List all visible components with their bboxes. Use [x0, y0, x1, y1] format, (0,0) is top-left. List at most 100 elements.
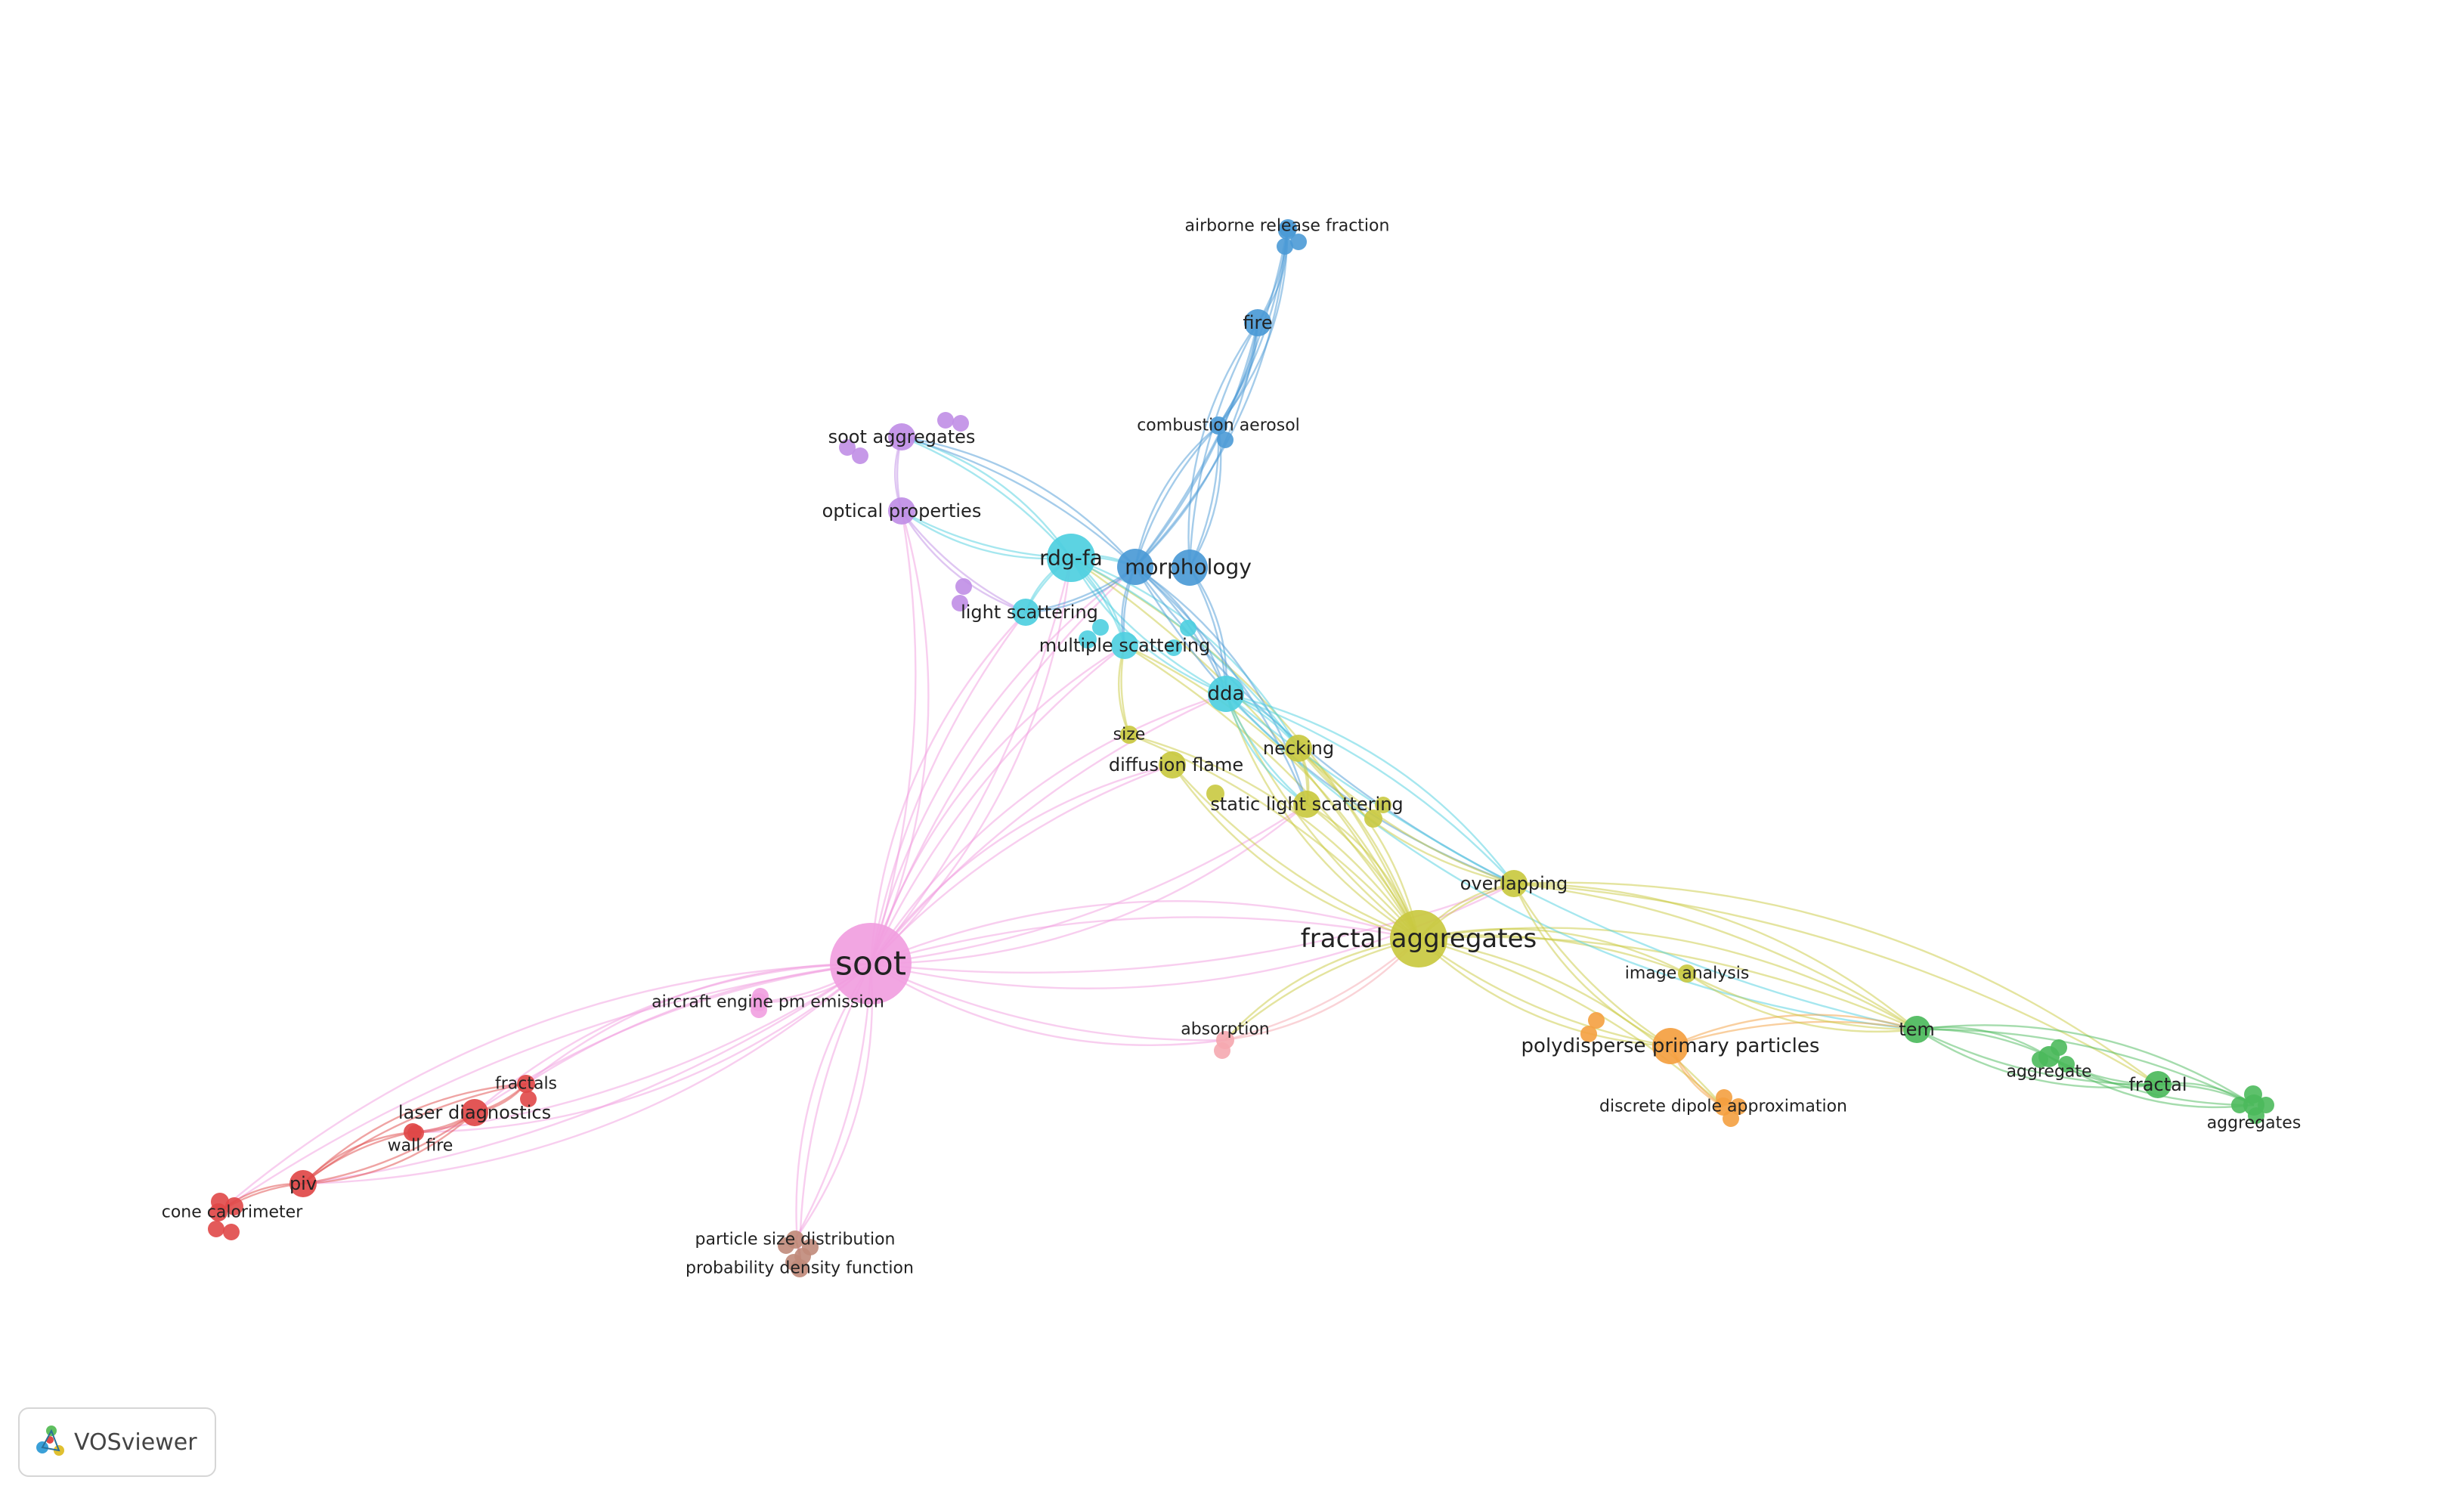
node-discrete-dipole[interactable]	[1714, 1097, 1732, 1116]
minor-node-33[interactable]	[1730, 1098, 1747, 1115]
minor-node-0[interactable]	[937, 412, 954, 429]
link-morphology-fire-0	[1134, 322, 1259, 568]
link-fractal_aggregates-polydisperse-0	[1418, 938, 1671, 1048]
node-optical-properties[interactable]	[888, 497, 915, 525]
vosviewer-logo-icon	[36, 1426, 64, 1456]
link-soot-piv-1	[302, 963, 871, 1185]
label-fractals: fractals	[495, 1075, 557, 1094]
node-polydisperse[interactable]	[1652, 1028, 1689, 1064]
node-morphology[interactable]	[1117, 549, 1153, 585]
node-image-analysis[interactable]	[1678, 964, 1696, 983]
link-soot-fractal_aggregates-0	[870, 916, 1419, 965]
node-probability-density-function[interactable]	[791, 1259, 809, 1277]
node-overlapping[interactable]	[1500, 870, 1528, 897]
minor-node-5[interactable]	[952, 595, 968, 611]
minor-node-15[interactable]	[1364, 810, 1382, 828]
label-fractal: fractal	[2128, 1074, 2187, 1095]
link-fractal_aggregates-size-1	[1128, 733, 1419, 940]
label-necking: necking	[1263, 738, 1334, 759]
node-aggregate[interactable]	[2038, 1046, 2060, 1067]
minor-node-31[interactable]	[1580, 1026, 1597, 1042]
link-fractal_aggregates-absorption-0	[1224, 937, 1419, 1041]
node-soot[interactable]	[830, 923, 912, 1005]
node-size[interactable]	[1120, 726, 1138, 744]
node-rdg-fa[interactable]	[1047, 534, 1095, 582]
node-piv[interactable]	[289, 1170, 317, 1197]
link-necking-overlapping-1	[1298, 748, 1515, 885]
node-necking[interactable]	[1285, 735, 1312, 762]
node-fractals[interactable]	[517, 1075, 535, 1093]
node-soot-aggregates[interactable]	[888, 423, 915, 450]
node-fractal[interactable]	[2144, 1071, 2171, 1098]
link-fractal_aggregates-diffusion_flame-0	[1172, 764, 1419, 940]
minor-node-3[interactable]	[852, 447, 868, 464]
link-soot-rdg_fa-0	[870, 557, 1073, 964]
node-combustion-aerosol[interactable]	[1209, 416, 1227, 435]
node-particle-size-distribution[interactable]	[786, 1231, 804, 1249]
minor-node-20[interactable]	[223, 1224, 240, 1240]
minor-node-21[interactable]	[520, 1091, 537, 1107]
node-static-light-scattering[interactable]	[1293, 791, 1320, 818]
label-optical-properties: optical properties	[822, 500, 982, 522]
label-aggregate: aggregate	[2006, 1063, 2091, 1082]
link-fractal_aggregates-multiple_scattering-0	[1124, 644, 1420, 940]
node-tem[interactable]	[1903, 1016, 1930, 1043]
node-absorption[interactable]	[1216, 1031, 1234, 1049]
label-light-scattering: light scattering	[961, 602, 1098, 623]
minor-node-16[interactable]	[1375, 797, 1391, 813]
node-cone-calorimeter[interactable]	[209, 1203, 228, 1221]
node-wall-fire[interactable]	[404, 1123, 422, 1141]
label-piv: piv	[289, 1173, 317, 1194]
label-wall-fire: wall fire	[388, 1137, 453, 1156]
label-aggregates: aggregates	[2207, 1114, 2301, 1133]
minor-node-2[interactable]	[839, 439, 856, 456]
minor-node-9[interactable]	[1217, 432, 1234, 448]
node-diffusion-flame[interactable]	[1159, 751, 1186, 779]
minor-node-14[interactable]	[1206, 785, 1224, 803]
vosviewer-badge[interactable]: VOSviewer	[18, 1407, 216, 1477]
node-fire[interactable]	[1244, 309, 1271, 336]
node-laser-diagnostics[interactable]	[461, 1099, 488, 1126]
node-aircraft-engine[interactable]	[750, 993, 768, 1011]
node-dda[interactable]	[1208, 676, 1244, 712]
link-laser_diagnostics-piv-0	[302, 1112, 475, 1185]
link-dda-overlapping-1	[1225, 692, 1515, 884]
link-morphology-static_light_scattering-1	[1134, 566, 1308, 805]
label-soot-aggregates: soot aggregates	[828, 426, 976, 447]
minor-node-18[interactable]	[225, 1197, 243, 1215]
node-morphology-b[interactable]	[1172, 549, 1208, 586]
node-fractal-aggregates[interactable]	[1390, 910, 1447, 967]
minor-node-12[interactable]	[1180, 620, 1196, 636]
link-soot-absorption-0	[870, 962, 1226, 1042]
link-soot-morphology-1	[869, 566, 1136, 964]
link-morphology_b-fire-1	[1187, 322, 1258, 568]
link-polydisperse-tem-0	[1670, 1020, 1918, 1048]
link-rdg_fa-necking-0	[1070, 556, 1299, 749]
node-airborne-release[interactable]	[1278, 221, 1296, 240]
link-morphology-soot_aggregates-1	[901, 435, 1136, 568]
minor-node-13[interactable]	[1165, 639, 1182, 656]
minor-node-25[interactable]	[2058, 1056, 2075, 1073]
minor-node-19[interactable]	[208, 1221, 224, 1237]
network-links	[218, 230, 2255, 1269]
link-soot-cone_calorimeter-0	[218, 962, 871, 1213]
link-tem-aggregate-0	[1916, 1028, 2050, 1058]
minor-node-8[interactable]	[1277, 238, 1293, 255]
minor-node-4[interactable]	[955, 578, 972, 595]
brand-label: VOSviewer	[74, 1429, 197, 1456]
node-multiple-scattering[interactable]	[1111, 632, 1138, 659]
minor-node-10[interactable]	[1079, 630, 1097, 649]
link-soot-optical_properties-0	[869, 510, 917, 964]
minor-node-28[interactable]	[2231, 1097, 2248, 1113]
minor-node-7[interactable]	[1290, 234, 1307, 250]
link-soot-probability_density_function-1	[795, 963, 872, 1269]
label-probability-density-function: probability density function	[686, 1259, 914, 1278]
link-soot-fractals-1	[525, 962, 871, 1085]
link-morphology-airborne_release-1	[1134, 230, 1289, 568]
node-aggregates[interactable]	[2243, 1094, 2264, 1116]
link-soot-multiple_scattering-1	[869, 644, 1125, 964]
minor-node-30[interactable]	[1588, 1012, 1605, 1029]
node-light-scattering[interactable]	[1012, 599, 1039, 626]
minor-node-1[interactable]	[952, 415, 969, 432]
minor-node-11[interactable]	[1092, 619, 1109, 636]
